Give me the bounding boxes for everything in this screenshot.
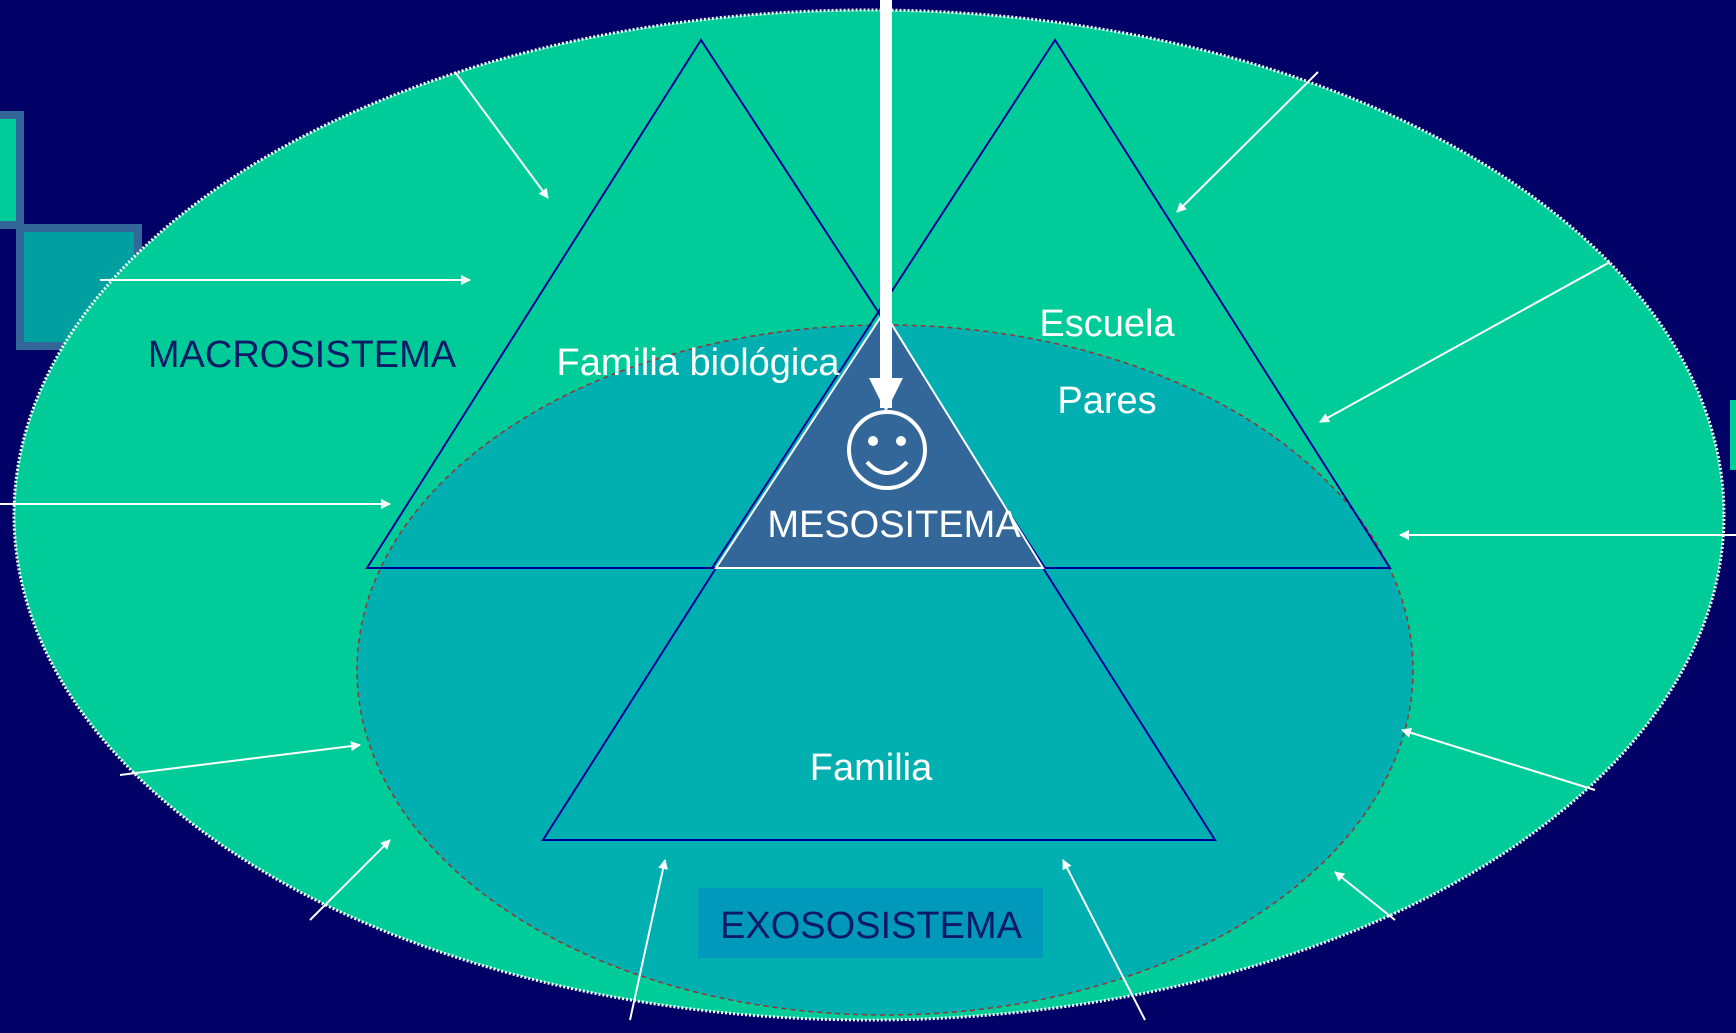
triangle-familia-biologica <box>365 38 1047 569</box>
familia-label: Familia <box>810 747 933 789</box>
arrow-6 <box>629 859 668 1021</box>
mesositema-triangle <box>714 310 1045 569</box>
exososistema-label-box <box>698 888 1043 958</box>
pares-label: Pares <box>1057 380 1156 422</box>
mesositema-label: MESOSITEMA <box>767 504 1021 546</box>
arrow-1 <box>454 71 549 199</box>
familia-biologica-label: Familia biológica <box>556 342 840 384</box>
smiley-icon <box>847 410 927 490</box>
arrow-12 <box>1176 71 1319 213</box>
exososistema-label: EXOSOSISTEMA <box>720 905 1023 947</box>
arrow-4 <box>119 741 361 776</box>
influence-arrows <box>0 71 1736 1021</box>
macrosistema-label: MACROSISTEMA <box>148 334 457 376</box>
arrow-11 <box>1319 261 1611 423</box>
arrow-7 <box>1062 859 1146 1021</box>
escuela-label: Escuela <box>1039 303 1175 345</box>
decor-square-1 <box>0 111 24 229</box>
arrow-5 <box>309 839 391 921</box>
arrow-8 <box>1334 871 1396 921</box>
arrow-9 <box>1401 727 1596 791</box>
decor-square-3 <box>1730 400 1736 470</box>
